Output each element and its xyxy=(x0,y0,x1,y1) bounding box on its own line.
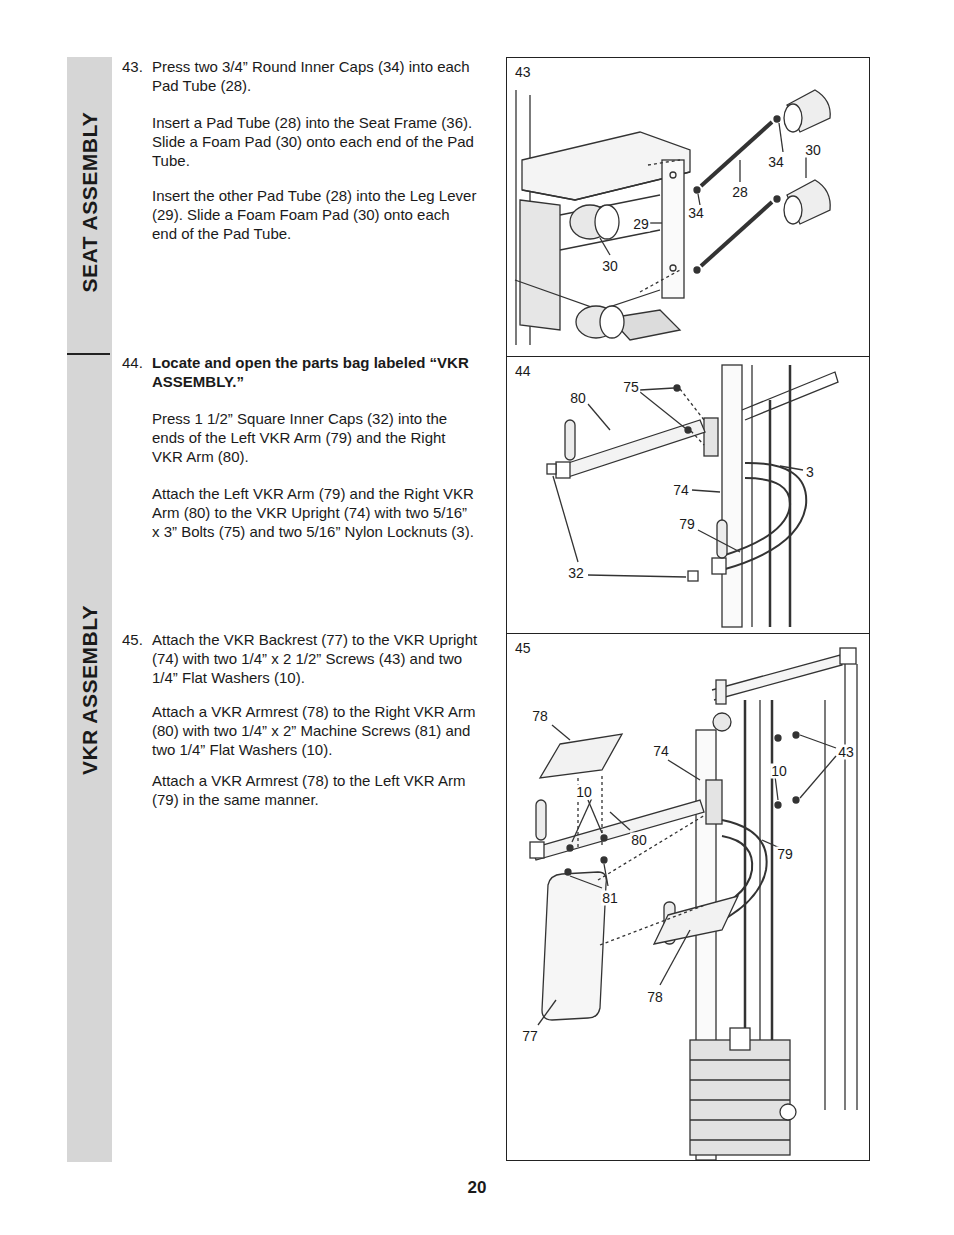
step-number: 45. xyxy=(122,630,143,649)
instruction-text: Press 1 1/2” Square Inner Caps (32) into… xyxy=(152,409,478,466)
tab-divider xyxy=(67,353,110,355)
callout-number: 3 xyxy=(805,465,815,480)
instruction-text: Attach a VKR Armrest (78) to the Left VK… xyxy=(152,771,478,809)
step-panel: 45 xyxy=(506,633,870,1161)
callout-number: 75 xyxy=(622,380,640,395)
callout-number: 78 xyxy=(646,990,664,1005)
callout-number: 32 xyxy=(567,566,585,581)
vkr-pad-illustration xyxy=(530,648,857,1160)
seat-illustration xyxy=(515,90,830,345)
callout-number: 30 xyxy=(804,143,822,158)
callout-number: 28 xyxy=(731,185,749,200)
instruction-text: Insert a Pad Tube (28) into the Seat Fra… xyxy=(152,113,478,170)
step-number: 44. xyxy=(122,353,143,372)
section-title: SEAT ASSEMBLY xyxy=(78,112,102,293)
callout-number: 34 xyxy=(767,155,785,170)
callout-number: 10 xyxy=(575,785,593,800)
callout-number: 80 xyxy=(569,391,587,406)
instruction-text: Press two 3/4” Round Inner Caps (34) int… xyxy=(152,57,478,95)
callout-number: 29 xyxy=(632,217,650,232)
instruction-text: Insert the other Pad Tube (28) into the … xyxy=(152,186,478,243)
callout-number: 79 xyxy=(678,517,696,532)
callout-number: 74 xyxy=(672,483,690,498)
step-number: 45 xyxy=(515,640,531,656)
callout-number: 77 xyxy=(521,1029,539,1044)
instruction-text: Attach the VKR Backrest (77) to the VKR … xyxy=(152,630,478,687)
page-number: 20 xyxy=(468,1178,487,1198)
section-tab: SEAT ASSEMBLY VKR ASSEMBLY xyxy=(67,57,112,1162)
vkr-arm-illustration xyxy=(547,365,838,627)
instruction-text: Locate and open the parts bag labeled “V… xyxy=(152,353,478,391)
callout-number: 10 xyxy=(770,764,788,779)
instruction-text: Attach a VKR Armrest (78) to the Right V… xyxy=(152,702,478,759)
step-number: 43. xyxy=(122,57,143,76)
callout-number: 81 xyxy=(601,891,619,906)
callout-number: 43 xyxy=(837,745,855,760)
section-title: VKR ASSEMBLY xyxy=(78,605,102,775)
callout-number: 34 xyxy=(687,206,705,221)
callout-number: 79 xyxy=(776,847,794,862)
step-number: 43 xyxy=(515,64,531,80)
callout-number: 80 xyxy=(630,833,648,848)
callout-number: 30 xyxy=(601,259,619,274)
step-number: 44 xyxy=(515,363,531,379)
instruction-text: Attach the Left VKR Arm (79) and the Rig… xyxy=(152,484,478,541)
callout-number: 78 xyxy=(531,709,549,724)
callout-number: 74 xyxy=(652,744,670,759)
